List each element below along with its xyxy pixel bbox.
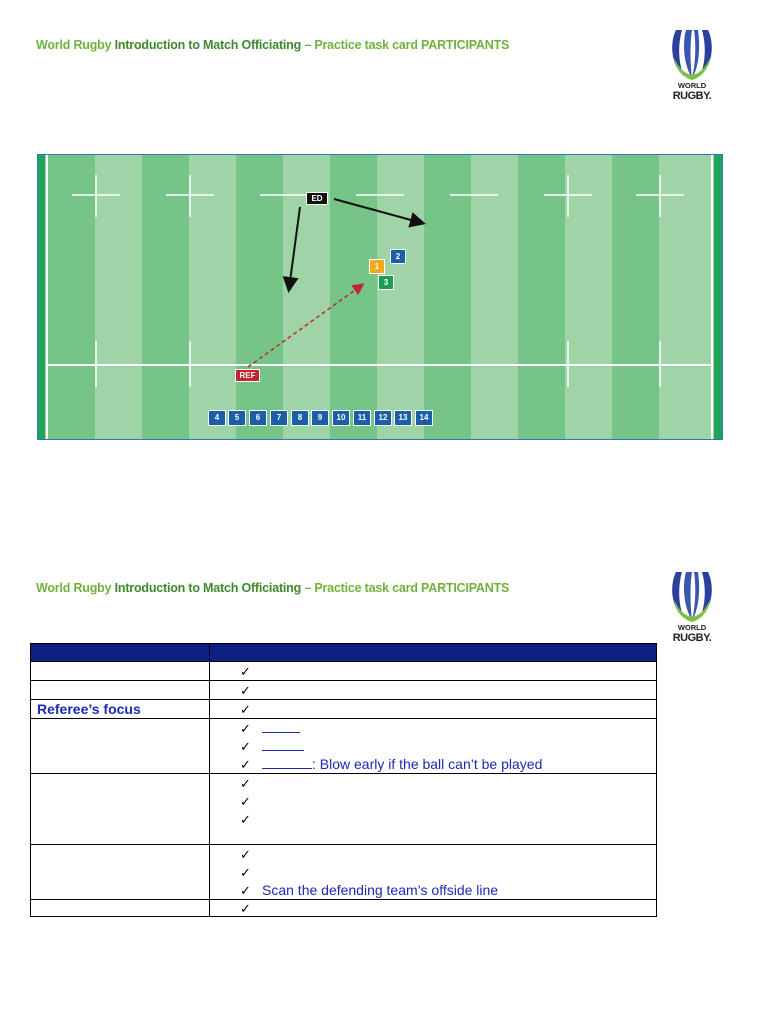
fill-in-blank (262, 755, 312, 769)
referee-focus-label: Referee’s focus (30, 699, 210, 719)
world-rugby-logo: WORLD RUGBY. (662, 28, 722, 108)
grass-stripe (330, 155, 377, 439)
fill-in-blank (262, 719, 300, 733)
table-row: ✓ (30, 661, 657, 681)
check-icon: ✓ (240, 776, 251, 791)
table-row: ✓ ✓ ✓ (30, 773, 657, 845)
bench-player-8: 8 (291, 410, 309, 426)
rugby-cup-icon (672, 30, 712, 80)
ed-arrow-down (282, 206, 301, 293)
header-course: Introduction to Match Officiating (111, 38, 302, 52)
right-touch-area (714, 155, 722, 439)
table-row: ✓ ✓ ✓ Scan the defending team’s offside l… (30, 844, 657, 900)
bench-player-10: 10 (332, 410, 350, 426)
scan-offside-text: Scan the defending team’s offside line (262, 882, 499, 898)
table-header-row (30, 643, 657, 662)
attacker-2: 2 (390, 249, 406, 264)
check-icon: ✓ (240, 702, 251, 717)
header-subtitle: – Practice task card PARTICIPANTS (301, 38, 510, 52)
check-icon: ✓ (240, 847, 251, 862)
check-icon: ✓ (240, 721, 251, 736)
left-touch-area (38, 155, 45, 439)
bench-player-6: 6 (249, 410, 267, 426)
check-icon: ✓ (240, 812, 251, 827)
bench-player-7: 7 (270, 410, 288, 426)
grass-stripe (142, 155, 189, 439)
grass-stripe (48, 155, 95, 439)
bench-player-14: 14 (415, 410, 433, 426)
referee-focus-table: ✓ ✓ Referee’s focus ✓ ✓ ✓ ✓: Blow early … (30, 643, 657, 917)
bench-player-9: 9 (311, 410, 329, 426)
world-rugby-logo: WORLD RUGBY. (662, 570, 722, 650)
attacker-1: 1 (369, 259, 385, 274)
grass-stripe (424, 155, 471, 439)
table-row: ✓ (30, 899, 657, 917)
table-row: ✓ (30, 680, 657, 700)
field-graphic (38, 155, 722, 439)
ed-label: ED (306, 192, 328, 205)
bench-player-4: 4 (208, 410, 226, 426)
ref-label: REF (235, 369, 260, 382)
header-course: Introduction to Match Officiating (111, 581, 302, 595)
ref-arrow-dashed (247, 283, 365, 368)
rugby-field-diagram: ED REF 1 2 3 4 5 6 7 8 9 10 11 12 13 14 (37, 154, 723, 440)
check-icon: ✓ (240, 757, 251, 772)
page-header-top: World Rugby Introduction to Match Offici… (36, 38, 509, 52)
rugby-cup-icon (672, 572, 712, 622)
check-icon: ✓ (240, 739, 251, 754)
attacker-3: 3 (378, 275, 394, 290)
table-row: ✓ ✓ ✓ : Blow early if the ball can’t be p… (30, 718, 657, 774)
header-subtitle: – Practice task card PARTICIPANTS (301, 581, 510, 595)
header-brand: World Rugby (36, 38, 112, 52)
bench-player-5: 5 (228, 410, 246, 426)
check-icon: ✓ (240, 883, 251, 898)
check-icon: ✓ (240, 794, 251, 809)
check-icon: ✓ (240, 901, 251, 916)
logo-word-rugby: RUGBY. (672, 90, 712, 102)
logo-word-world: WORLD (677, 623, 707, 632)
check-icon: ✓ (240, 865, 251, 880)
grass-stripe (612, 155, 659, 439)
ball-unplayable-text: : Blow early if the ball can’t be played (312, 756, 543, 772)
bench-player-13: 13 (394, 410, 412, 426)
fill-in-blank (262, 737, 304, 751)
check-icon: ✓ (240, 683, 251, 698)
ed-arrow-right (333, 198, 426, 228)
bench-player-12: 12 (374, 410, 392, 426)
logo-word-world: WORLD (677, 81, 707, 90)
table-row: Referee’s focus ✓ (30, 699, 657, 719)
logo-word-rugby: RUGBY. (672, 632, 712, 644)
page-header-bottom: World Rugby Introduction to Match Offici… (36, 581, 509, 595)
bench-player-11: 11 (353, 410, 371, 426)
header-brand: World Rugby (36, 581, 112, 595)
check-icon: ✓ (240, 664, 251, 679)
grass-stripe (236, 155, 283, 439)
grass-stripe (518, 155, 565, 439)
